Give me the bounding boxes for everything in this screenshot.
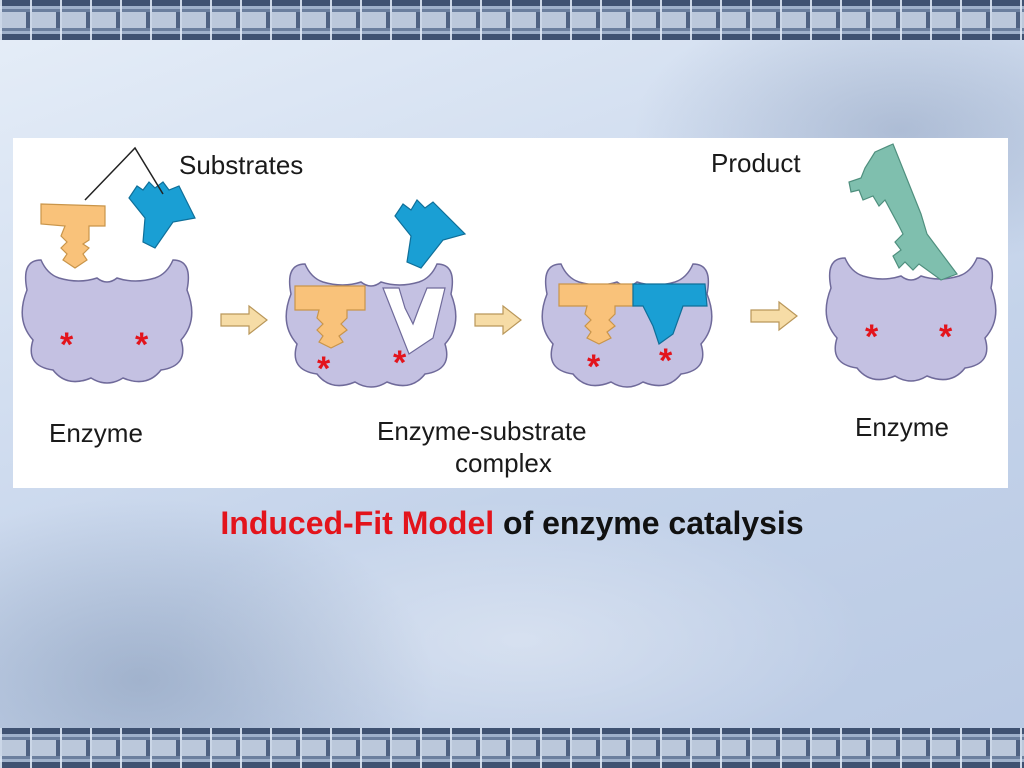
label-enzyme-right: Enzyme	[855, 412, 949, 442]
arrow-1	[220, 304, 268, 336]
stage-2-substrate-orange	[294, 285, 366, 349]
active-site-marker: *	[865, 318, 879, 356]
stage-2-substrate-blue	[394, 199, 467, 269]
arrow-3	[750, 300, 798, 332]
product-molecule	[848, 143, 958, 281]
slide-caption: Induced-Fit Model of enzyme catalysis	[0, 505, 1024, 542]
label-substrates: Substrates	[179, 150, 304, 180]
stage-3-substrate-blue	[632, 283, 708, 345]
caption-highlight: Induced-Fit Model	[220, 505, 495, 541]
stage-1-enzyme	[21, 259, 193, 384]
label-enzyme-left: Enzyme	[49, 418, 143, 448]
active-site-marker: *	[587, 348, 601, 386]
stage-3-enzyme	[541, 263, 713, 388]
label-product: Product	[711, 148, 801, 178]
induced-fit-figure: * * * * * * * * Substrates Product Enzym…	[13, 138, 1008, 488]
stage-3-substrate-orange	[558, 283, 634, 345]
stage-4-enzyme	[825, 257, 997, 382]
stage-2-pocket	[382, 287, 446, 355]
label-complex-line2: complex	[455, 448, 552, 478]
active-site-marker: *	[135, 326, 149, 364]
active-site-marker: *	[939, 318, 953, 356]
figure-illustration	[21, 143, 997, 388]
active-site-marker: *	[60, 326, 74, 364]
top-border	[0, 0, 1024, 40]
bottom-border	[0, 728, 1024, 768]
active-site-marker: *	[659, 342, 673, 380]
substrate-blue	[128, 181, 196, 249]
active-site-marker: *	[317, 350, 331, 388]
label-complex-line1: Enzyme-substrate	[377, 416, 587, 446]
active-site-marker: *	[393, 344, 407, 382]
caption-rest: of enzyme catalysis	[494, 505, 804, 541]
substrates-bracket	[84, 146, 164, 201]
substrate-orange	[40, 203, 106, 269]
arrow-2	[474, 304, 522, 336]
